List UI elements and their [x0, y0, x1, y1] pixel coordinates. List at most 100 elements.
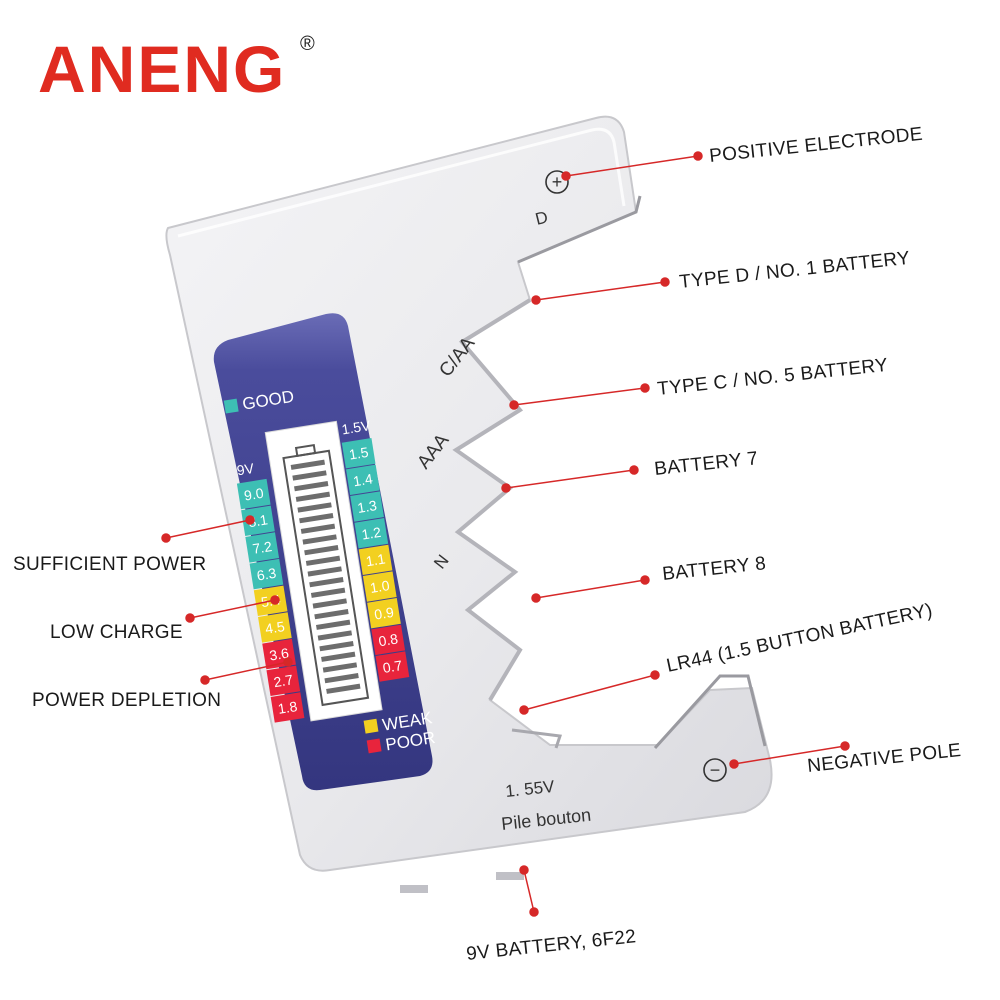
- scale-value: 6.3: [256, 565, 278, 584]
- lcd-segment: [297, 502, 332, 513]
- button-contact: [511, 728, 563, 749]
- lcd-segment: [315, 619, 351, 630]
- callout-low-charge: [185, 595, 280, 623]
- positive-symbol-text: +: [552, 172, 563, 192]
- scale-cell: [350, 491, 384, 522]
- lcd-segment: [324, 673, 359, 684]
- lcd-segment: [322, 662, 358, 673]
- scale-cell: [341, 438, 376, 469]
- label-type-d: TYPE D / NO. 1 BATTERY: [678, 248, 911, 293]
- callout-9v: [519, 865, 539, 917]
- lcd-segment: [299, 513, 334, 524]
- nine-volt-contact-left: [400, 885, 428, 893]
- lcd-segment: [317, 630, 353, 641]
- scale-cell: [375, 651, 410, 682]
- scale-cell: [371, 624, 406, 656]
- label-lr44: LR44 (1.5 BUTTON BATTERY): [665, 600, 935, 677]
- scale-cell: [245, 532, 280, 563]
- callout-type-c: [509, 383, 650, 410]
- scale-value: 4.5: [264, 618, 286, 637]
- callout-battery-7: [501, 465, 639, 493]
- slot-label-d: D: [533, 207, 550, 228]
- lcd-segment: [319, 641, 354, 652]
- contact-spring-top: [517, 195, 642, 264]
- scale-15v-title: 1.5V: [340, 417, 372, 437]
- label-battery-8: BATTERY 8: [661, 553, 767, 585]
- scale-value: 7.2: [251, 538, 273, 557]
- callout-depletion: [200, 657, 293, 685]
- lcd-segment: [290, 459, 326, 470]
- callout-negative-pole: [729, 741, 850, 769]
- scale-value: 0.7: [382, 657, 404, 676]
- scale-value: 2.7: [272, 671, 294, 690]
- scale-value: 1.4: [352, 470, 374, 489]
- registered-mark: ®: [300, 33, 315, 55]
- brand-logo: ANENG ®: [38, 32, 315, 106]
- scale-value: 1.5: [348, 444, 370, 463]
- scale-cell: [346, 464, 380, 496]
- negative-symbol-text: −: [710, 760, 721, 780]
- label-sufficient-power: SUFFICIENT POWER: [13, 554, 206, 575]
- brand-name: ANENG: [38, 32, 286, 106]
- scale-cell: [270, 692, 305, 723]
- lcd-segment: [300, 523, 336, 534]
- scale-cell: [354, 518, 389, 549]
- scale-value: 1.0: [369, 577, 391, 596]
- weak-legend-swatch: [363, 718, 379, 734]
- scale-9v-title: 9V: [236, 460, 256, 479]
- scale-value: 1.2: [360, 524, 382, 543]
- label-9v-battery: 9V BATTERY, 6F22: [465, 926, 637, 965]
- callout-positive-electrode: [561, 151, 703, 181]
- label-low-charge: LOW CHARGE: [50, 622, 183, 643]
- scale-cell: [258, 612, 292, 643]
- scale-value: 1.3: [356, 497, 378, 516]
- scale-value: 1.8: [277, 698, 299, 717]
- scale-cell: [249, 558, 284, 590]
- scale-value: 0.9: [373, 604, 395, 623]
- lcd-segment: [302, 534, 337, 545]
- label-positive-electrode: POSITIVE ELECTRODE: [708, 124, 923, 167]
- callout-battery-8: [531, 575, 650, 603]
- shell-highlight: [177, 127, 626, 238]
- lcd-segment: [310, 587, 346, 598]
- poor-legend-swatch: [366, 738, 382, 754]
- label-negative-pole: NEGATIVE POLE: [806, 740, 962, 777]
- scale-cell: [266, 665, 301, 696]
- scale-cell: [358, 544, 393, 576]
- indicator-panel: GOOD 9V 1.5V 9.08.17.26.35.44.53.62.71.8…: [213, 313, 437, 791]
- lcd-battery-cap: [294, 443, 317, 457]
- lcd-segment: [312, 598, 347, 609]
- contact-zigzag: [452, 298, 532, 702]
- scale-cell: [362, 571, 397, 602]
- callout-type-d: [531, 277, 670, 305]
- lcd-bar-segments: [290, 459, 361, 694]
- negative-symbol-icon: [703, 758, 727, 782]
- scale-1-5v: 1.5 1.4 1.3 1.2 1.1 1.0 0.9 0.8 0.7: [341, 438, 410, 682]
- callout-lr44: [519, 670, 660, 715]
- scale-cell: [367, 598, 401, 629]
- lcd-segment: [307, 566, 342, 577]
- positive-symbol-icon: [545, 170, 569, 194]
- lcd-segment: [304, 545, 339, 556]
- lcd-segment: [326, 683, 361, 694]
- lcd-segment: [295, 491, 331, 502]
- callouts: [161, 151, 850, 917]
- scale-value: 0.8: [377, 630, 399, 649]
- label-battery-7: BATTERY 7: [653, 448, 759, 480]
- lcd-segment: [292, 470, 327, 481]
- nine-volt-contact-right: [496, 872, 524, 880]
- label-type-c: TYPE C / NO. 5 BATTERY: [656, 355, 889, 400]
- scale-value: 1.1: [365, 550, 387, 569]
- negative-spring: [653, 674, 767, 750]
- lcd-segment: [309, 577, 344, 588]
- scale-cell: [241, 505, 275, 536]
- lcd-segment: [321, 651, 356, 662]
- lcd-segment: [314, 609, 349, 620]
- label-power-depletion: POWER DEPLETION: [32, 690, 221, 711]
- callout-sufficient: [161, 515, 255, 543]
- scale-cell: [236, 478, 271, 510]
- lcd-segment: [294, 481, 329, 492]
- scale-value: 9.0: [243, 485, 265, 504]
- lcd-segment: [305, 555, 341, 566]
